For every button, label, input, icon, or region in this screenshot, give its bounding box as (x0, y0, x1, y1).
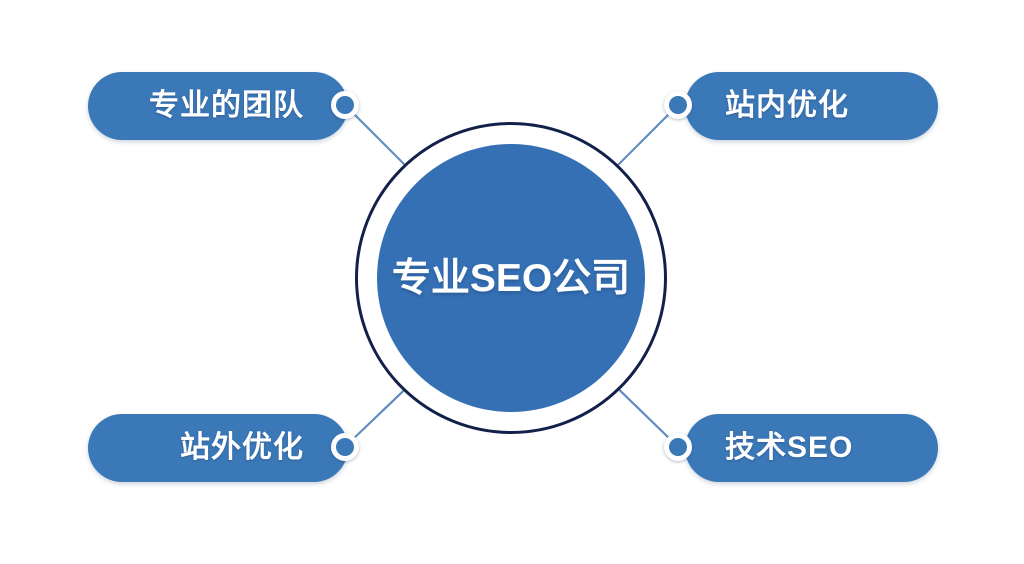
branch-label-onsite-optimization: 站内优化 (725, 89, 849, 122)
branch-onsite-optimization[interactable]: 站内优化 (685, 72, 938, 140)
branch-professional-team[interactable]: 专业的团队 (88, 72, 348, 140)
branch-label-technical-seo: 技术SEO (725, 431, 854, 464)
connector-node-icon-top-left (331, 91, 359, 119)
branch-label-offsite-optimization: 站外优化 (180, 431, 304, 464)
branch-technical-seo[interactable]: 技术SEO (685, 414, 938, 482)
connector-node-icon-bottom-left (331, 433, 359, 461)
connector-node-icon-top-right (664, 91, 692, 119)
center-hub-label: 专业SEO公司 (391, 256, 631, 300)
connector-node-icon-bottom-right (664, 433, 692, 461)
center-hub[interactable]: 专业SEO公司 (355, 122, 667, 434)
center-hub-core: 专业SEO公司 (377, 144, 645, 412)
branch-offsite-optimization[interactable]: 站外优化 (88, 414, 348, 482)
branch-label-professional-team: 专业的团队 (149, 89, 304, 122)
